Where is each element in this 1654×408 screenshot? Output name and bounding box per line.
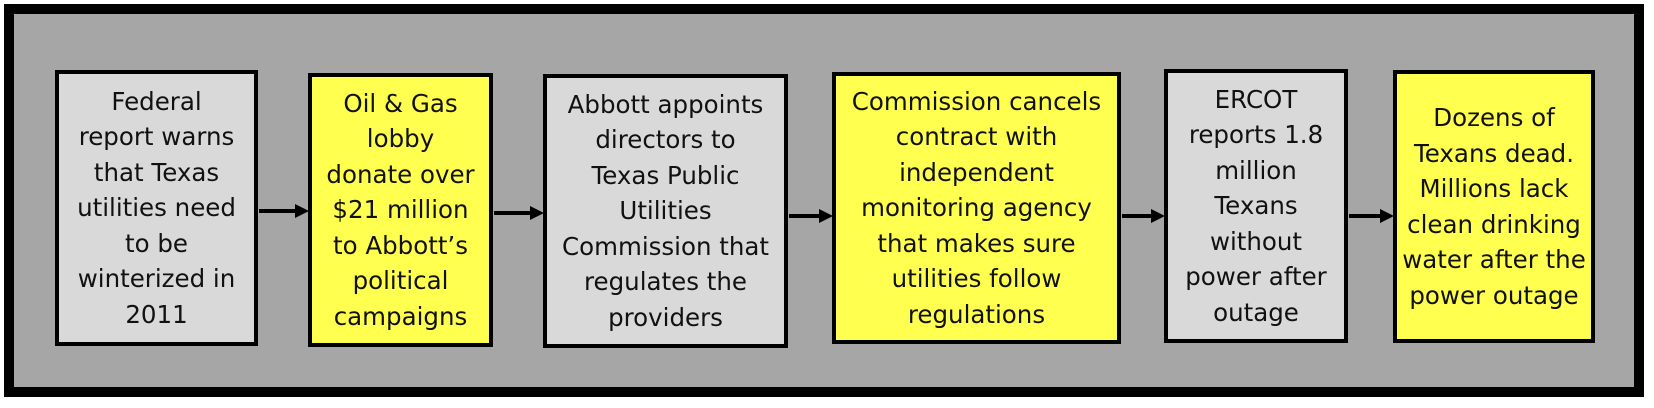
step-2-text: Oil & Gas lobby donate over $21 million …: [326, 88, 475, 331]
step-2-lobby-donations: Oil & Gas lobby donate over $21 million …: [308, 73, 493, 347]
step-5-ercot-reports: ERCOT reports 1.8 million Texans without…: [1164, 69, 1348, 343]
step-6-text: Dozens of Texans dead. Millions lack cle…: [1402, 103, 1586, 310]
step-6-texans-dead: Dozens of Texans dead. Millions lack cle…: [1393, 70, 1595, 343]
step-1-text: Federal report warns that Texas utilitie…: [77, 86, 236, 329]
step-3-text: Abbott appoints directors to Texas Publi…: [561, 89, 770, 332]
step-4-text: Commission cancels contract with indepen…: [851, 86, 1102, 329]
step-1-federal-report: Federal report warns that Texas utilitie…: [55, 70, 258, 346]
step-3-abbott-appoints: Abbott appoints directors to Texas Publi…: [543, 74, 788, 348]
step-5-text: ERCOT reports 1.8 million Texans without…: [1185, 84, 1327, 327]
diagram-frame: [4, 4, 1644, 397]
step-4-commission-cancels: Commission cancels contract with indepen…: [832, 72, 1121, 344]
